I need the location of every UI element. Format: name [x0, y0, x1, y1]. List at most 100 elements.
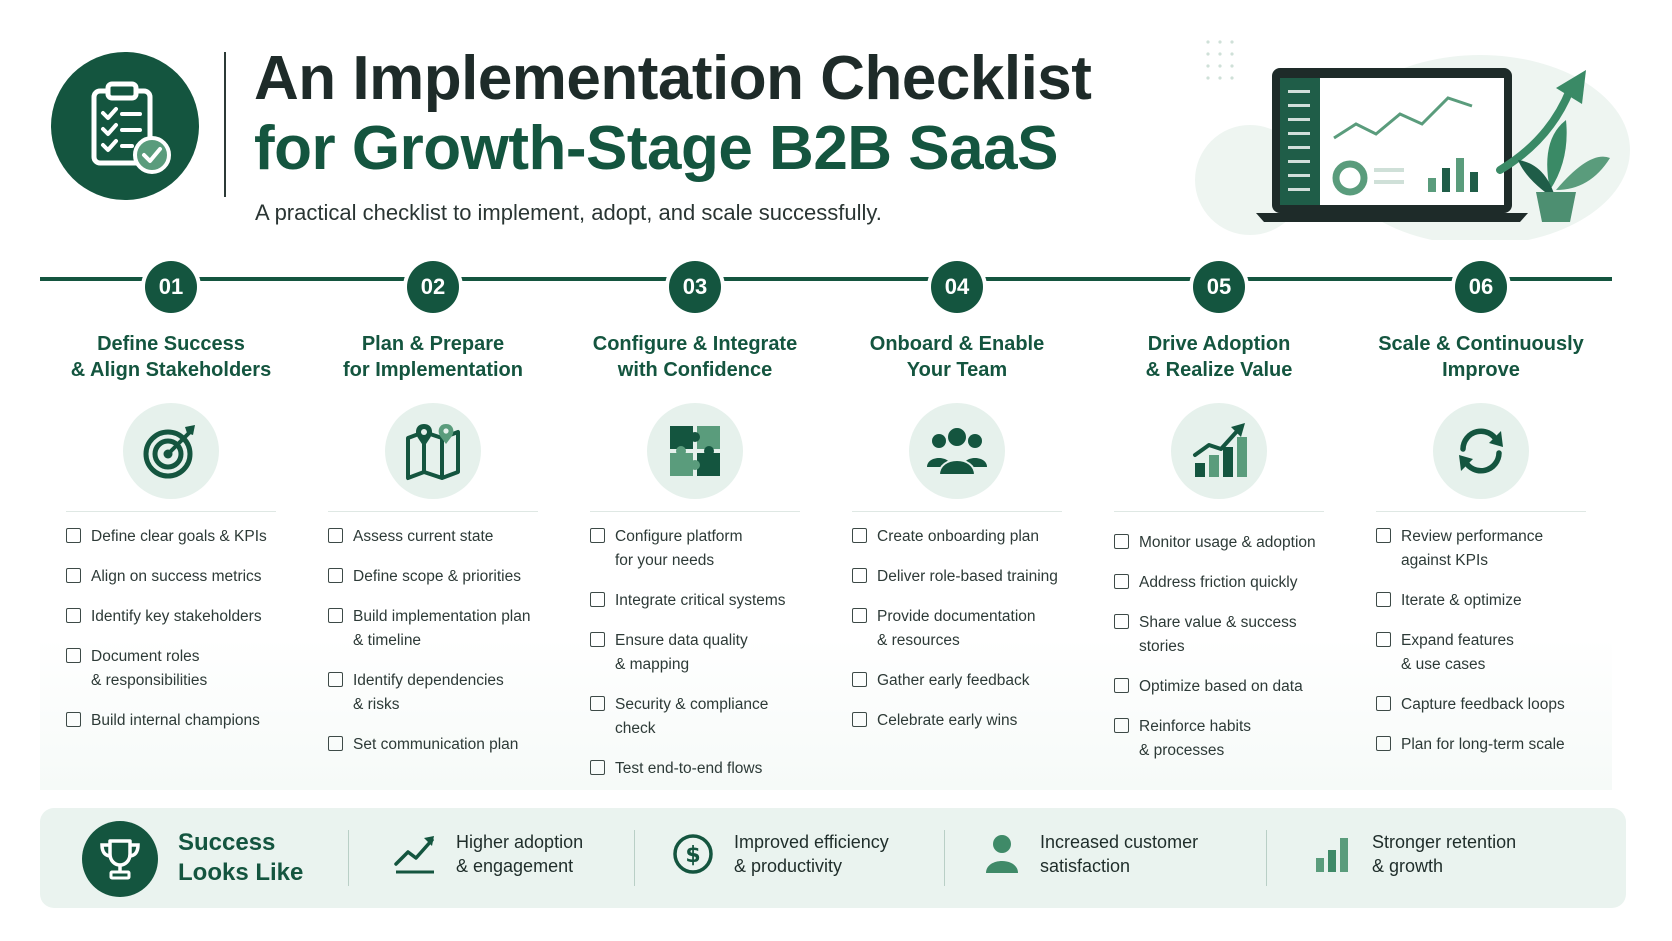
checkbox[interactable] — [852, 712, 867, 727]
checkbox[interactable] — [1376, 696, 1391, 711]
checkbox[interactable] — [1114, 718, 1129, 733]
checkbox[interactable] — [852, 528, 867, 543]
checklist: Monitor usage & adoption Address frictio… — [1114, 531, 1338, 779]
checkbox[interactable] — [590, 696, 605, 711]
outcomes-title-line: Looks Like — [178, 859, 304, 886]
step-column-3: 03 Configure & Integrate with Confidence… — [564, 255, 828, 790]
checkbox[interactable] — [590, 632, 605, 647]
item-text: Gather early feedback — [877, 672, 1030, 689]
team-icon — [927, 426, 987, 476]
step-title-line: for Implementation — [342, 359, 523, 381]
column-rule — [590, 511, 800, 512]
checklist-item: Provide documentation& resources — [852, 605, 1076, 653]
checkbox[interactable] — [66, 608, 81, 623]
checklist-item: Integrate critical systems — [590, 589, 814, 613]
success-outcomes-bar: Success Looks Like Higher adoption & eng… — [40, 808, 1626, 908]
checkbox[interactable] — [328, 568, 343, 583]
step-title: Scale & Continuously Improve — [1356, 331, 1606, 383]
checkbox[interactable] — [590, 528, 605, 543]
step-column-4: 04 Onboard & Enable Your Team Create onb… — [826, 255, 1090, 790]
checkbox[interactable] — [66, 712, 81, 727]
step-number: 06 — [1455, 261, 1507, 313]
item-text: Build implementation plan& timeline — [353, 608, 531, 649]
outcome-text-line: & productivity — [734, 856, 843, 876]
column-rule — [66, 511, 276, 512]
checklist: Create onboarding plan Deliver role-base… — [852, 525, 1076, 749]
checklist-item: Monitor usage & adoption — [1114, 531, 1338, 555]
checkbox[interactable] — [590, 760, 605, 775]
item-text: Build internal champions — [91, 712, 260, 729]
checklist-item: Deliver role-based training — [852, 565, 1076, 589]
outcome-text-line: Increased customer — [1040, 832, 1199, 852]
step-number: 03 — [669, 261, 721, 313]
outcome-text: Higher adoption & engagement — [456, 830, 583, 878]
checklist-item: Address friction quickly — [1114, 571, 1338, 595]
checkbox[interactable] — [1114, 574, 1129, 589]
checkbox[interactable] — [328, 608, 343, 623]
item-text: Identify dependencies& risks — [353, 672, 504, 713]
person-icon — [986, 835, 1018, 873]
checkbox[interactable] — [590, 592, 605, 607]
step-icon-circle — [385, 403, 481, 499]
svg-text:$: $ — [685, 843, 700, 868]
checkbox[interactable] — [66, 568, 81, 583]
checkbox[interactable] — [852, 672, 867, 687]
checkbox[interactable] — [1376, 632, 1391, 647]
outcome-divider — [1266, 830, 1267, 886]
outcome-divider — [944, 830, 945, 886]
outcome-text-line: & growth — [1372, 856, 1444, 876]
checklist-item: Test end-to-end flows — [590, 757, 814, 781]
item-text: Set communication plan — [353, 736, 519, 753]
checkbox[interactable] — [1114, 614, 1129, 629]
outcome-item: Higher adoption & engagement — [394, 830, 583, 878]
checkbox[interactable] — [328, 672, 343, 687]
item-text: Align on success metrics — [91, 568, 262, 585]
checklist-item: Plan for long-term scale — [1376, 733, 1600, 757]
item-text: Monitor usage & adoption — [1139, 534, 1316, 551]
checkbox[interactable] — [66, 648, 81, 663]
page-title: An Implementation Checklist for Growth-S… — [254, 44, 1092, 184]
step-number: 01 — [145, 261, 197, 313]
outcome-text: Stronger retention & growth — [1372, 830, 1516, 878]
step-card — [1088, 277, 1350, 790]
trend-up-icon — [394, 836, 434, 874]
step-title-line: Plan & Prepare — [361, 333, 505, 355]
step-title-line: Configure & Integrate — [592, 333, 798, 355]
header-clipboard-badge — [51, 52, 199, 200]
checkbox[interactable] — [1376, 736, 1391, 751]
checkbox[interactable] — [1376, 528, 1391, 543]
checklist-item: Expand features& use cases — [1376, 629, 1600, 677]
checkbox[interactable] — [1114, 534, 1129, 549]
step-icon-circle — [1171, 403, 1267, 499]
step-card — [302, 277, 564, 790]
step-icon-circle — [909, 403, 1005, 499]
checkbox[interactable] — [1114, 678, 1129, 693]
step-title-line: Define Success — [97, 333, 245, 355]
checkbox[interactable] — [1376, 592, 1391, 607]
step-title: Configure & Integrate with Confidence — [570, 331, 820, 383]
checkbox[interactable] — [852, 608, 867, 623]
checklist-item: Document roles& responsibilities — [66, 645, 290, 693]
step-title: Define Success & Align Stakeholders — [46, 331, 296, 383]
checkbox[interactable] — [328, 528, 343, 543]
step-title-line: Drive Adoption — [1147, 333, 1291, 355]
header-divider — [224, 52, 226, 197]
checkbox[interactable] — [852, 568, 867, 583]
item-text: Define clear goals & KPIs — [91, 528, 267, 545]
item-text: Expand features& use cases — [1401, 632, 1514, 673]
clipboard-check-icon — [91, 81, 171, 174]
outcome-item: Increased customer satisfaction — [984, 830, 1198, 878]
outcome-text-line: & engagement — [456, 856, 574, 876]
checklist: Assess current state Define scope & prio… — [328, 525, 552, 773]
checkbox[interactable] — [328, 736, 343, 751]
outcome-text: Improved efficiency & productivity — [734, 830, 889, 878]
step-icon-circle — [647, 403, 743, 499]
checklist: Define clear goals & KPIs Align on succe… — [66, 525, 290, 749]
checkbox[interactable] — [66, 528, 81, 543]
checklist-item: Create onboarding plan — [852, 525, 1076, 549]
checklist-item: Reinforce habits& processes — [1114, 715, 1338, 763]
checklist-item: Align on success metrics — [66, 565, 290, 589]
